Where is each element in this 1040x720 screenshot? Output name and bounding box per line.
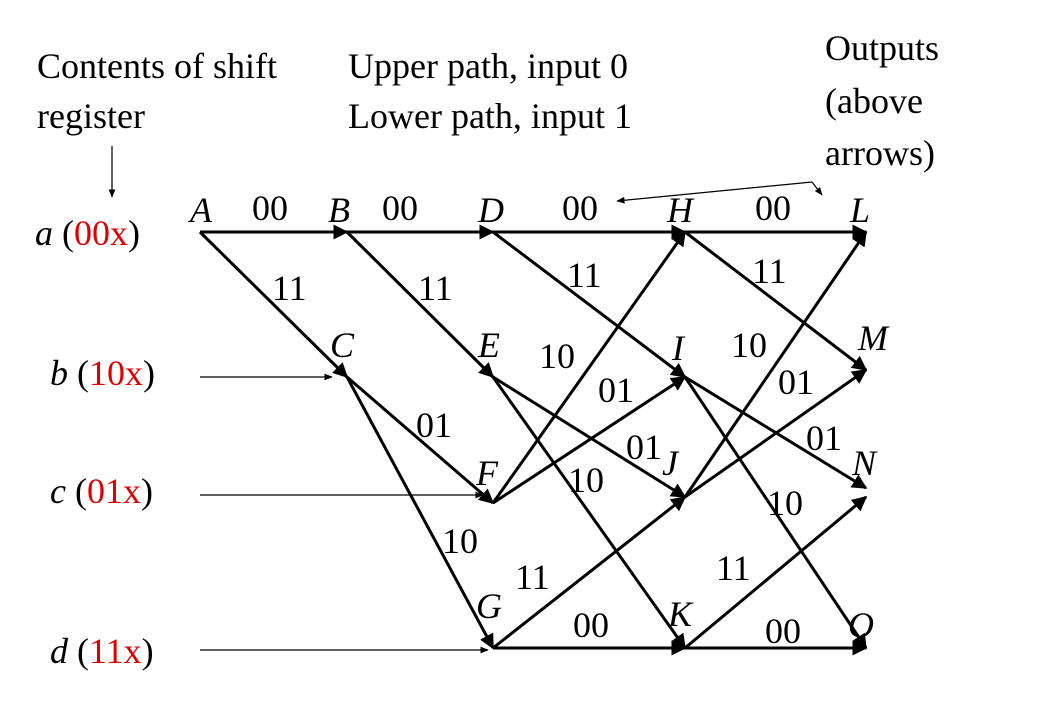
outputs-caption-line1: Outputs [825,28,939,68]
node-i-label: I [671,328,686,368]
edge-g-j [492,495,687,650]
edge-label-b-d: 00 [382,188,418,228]
node-o-label: O [848,605,874,645]
edge-label-a-c: 11 [272,268,307,308]
edge-j-m [684,368,868,499]
node-l-label: L [849,190,870,230]
edge-label-c-f: 01 [416,405,452,445]
edge-label-h-l: 00 [755,188,791,228]
node-m-label: M [857,318,890,358]
edge-label-j-m: 01 [778,362,814,402]
node-f-label: F [475,453,499,493]
contents-caption-line1: Contents of shift [37,46,277,86]
edge-label-e-k: 10 [568,460,604,500]
node-j-label: J [662,443,680,483]
node-h-label: H [666,190,695,230]
path-caption-line1: Upper path, input 0 [348,46,628,86]
edge-f-h [491,230,687,504]
edge-e-j [492,375,687,499]
state-d-label: d (11x) [50,631,154,671]
node-g-label: G [476,586,502,626]
outputs-pointer-arrow-right [811,181,823,196]
node-c-label: C [330,325,355,365]
edge-label-f-h: 10 [539,336,575,376]
edge-label-a-b: 00 [252,188,288,228]
contents-caption-line2: register [37,96,145,136]
edge-label-c-g: 10 [442,521,478,561]
edge-b-e [345,230,495,379]
outputs-pointer-arrow-left [616,181,813,204]
edge-label-e-j: 01 [626,427,662,467]
edge-k-n [684,495,868,650]
edge-label-g-j: 11 [515,557,550,597]
outputs-caption-line3: arrows) [825,133,935,173]
state-a-label: a (00x) [35,213,140,253]
edge-label-j-l: 10 [731,325,767,365]
state-c-label: c (01x) [50,471,153,511]
node-e-label: E [477,325,500,365]
node-a-label: A [188,190,213,230]
edge-c-g [345,376,495,650]
outputs-caption-line2: (above [825,81,923,121]
edge-label-b-e: 11 [418,268,453,308]
edge-f-i [492,375,687,505]
edge-a-c [198,230,349,379]
node-b-label: B [328,190,350,230]
edge-j-l [683,230,868,498]
edge-label-d-h: 00 [562,188,598,228]
node-n-label: N [851,443,878,483]
edge-i-o [683,376,868,650]
edge-h-m [684,230,868,372]
node-d-label: D [477,190,504,230]
node-k-label: K [667,594,694,634]
edge-label-i-n: 01 [806,418,842,458]
edge-label-g-k: 00 [573,605,609,645]
edge-label-k-o: 00 [765,611,801,651]
edge-label-k-n: 11 [716,548,751,588]
edge-label-i-o: 10 [767,483,803,523]
state-b-label: b (10x) [50,353,155,393]
path-caption-line2: Lower path, input 1 [348,96,632,136]
edge-label-d-i: 11 [567,255,602,295]
edge-c-f [346,375,495,505]
edge-label-f-i: 01 [598,370,634,410]
edge-label-h-m: 11 [752,251,787,291]
edge-d-i [492,230,687,379]
edge-e-k [491,376,687,650]
